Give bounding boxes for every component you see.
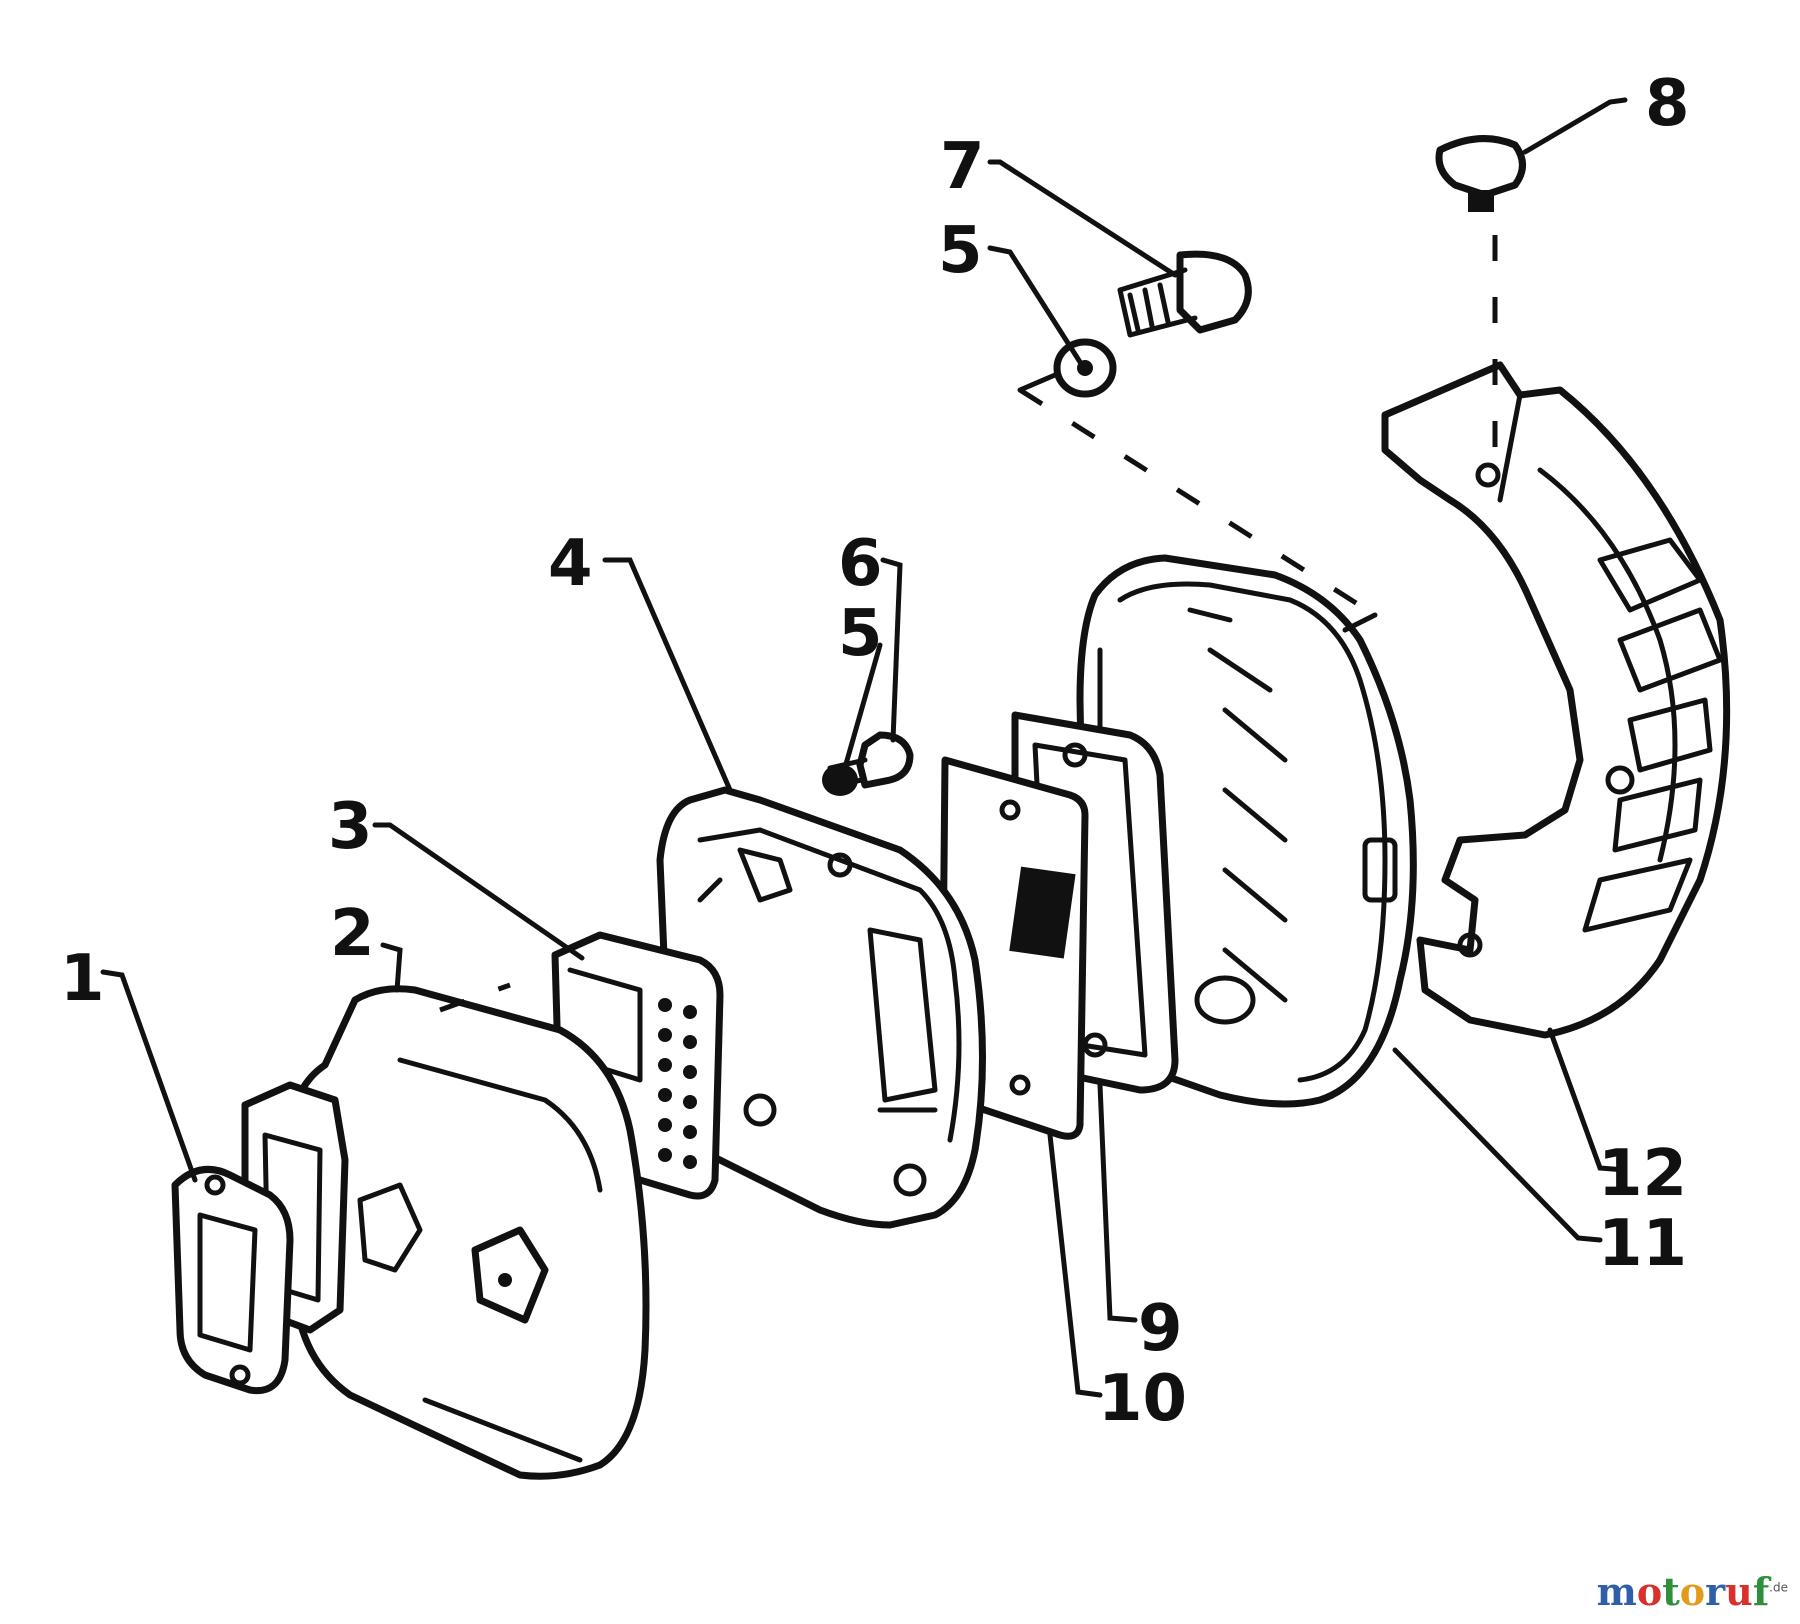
callout-labels: 1 2 3 4 5 6 5 7 8 9 10 11 12 bbox=[60, 67, 1690, 1436]
callout-9: 9 bbox=[1138, 1292, 1183, 1366]
part-5-nut bbox=[1053, 338, 1117, 398]
callout-5-small: 5 bbox=[838, 597, 883, 671]
part-4-muffler-body bbox=[656, 786, 986, 1229]
callout-5-nut: 5 bbox=[938, 214, 983, 288]
watermark-letters: motoruf bbox=[1597, 1569, 1770, 1614]
callout-11: 11 bbox=[1598, 1207, 1687, 1281]
watermark-letter: o bbox=[1636, 1569, 1663, 1614]
callout-8: 8 bbox=[1645, 67, 1690, 141]
watermark-letter: m bbox=[1596, 1569, 1637, 1614]
callout-4: 4 bbox=[548, 527, 593, 601]
watermark-letter: f bbox=[1752, 1569, 1770, 1614]
callout-6: 6 bbox=[838, 527, 883, 601]
part-8-screw bbox=[1435, 135, 1526, 212]
callout-2: 2 bbox=[330, 897, 375, 971]
assembly-lines bbox=[439, 235, 1498, 1013]
callout-12: 12 bbox=[1598, 1137, 1687, 1211]
part-12-bracket bbox=[1381, 361, 1731, 1039]
watermark-letter: t bbox=[1662, 1569, 1680, 1614]
callout-1: 1 bbox=[60, 942, 105, 1016]
leader-lines bbox=[100, 97, 1628, 1398]
watermark-letter: u bbox=[1725, 1569, 1753, 1614]
motoruf-watermark-logo: motoruf.de bbox=[1597, 1569, 1788, 1614]
part-2-front-cover bbox=[241, 985, 650, 1480]
watermark-letter: r bbox=[1705, 1569, 1726, 1614]
baffle-holes bbox=[658, 998, 697, 1169]
part-1-exhaust-gasket bbox=[171, 1165, 294, 1395]
part-7-bolt bbox=[1117, 250, 1252, 338]
callout-10: 10 bbox=[1098, 1362, 1187, 1436]
watermark-suffix: .de bbox=[1769, 1580, 1788, 1595]
callout-7: 7 bbox=[940, 130, 985, 204]
callout-3: 3 bbox=[328, 790, 373, 864]
watermark-letter: o bbox=[1679, 1569, 1706, 1614]
part-5-washer-small bbox=[822, 764, 858, 796]
